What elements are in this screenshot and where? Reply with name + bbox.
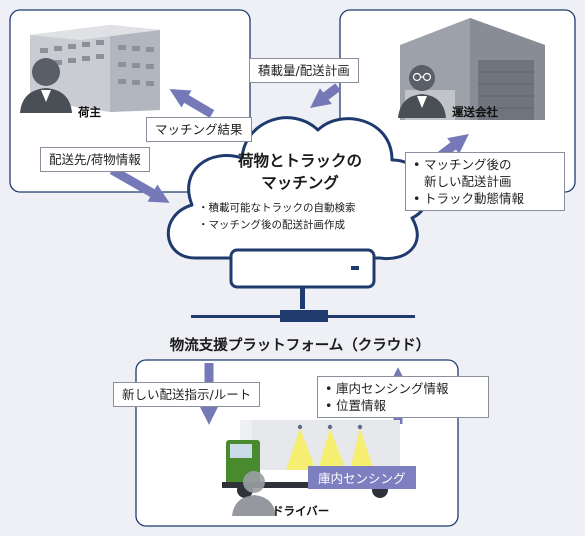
arrow-carrier-to-cloud (310, 83, 341, 108)
carrier-info-text: トラック動態情報 (424, 191, 525, 206)
driver-label: ドライバー (272, 504, 330, 518)
carrier-info-text: マッチング後の (424, 157, 512, 172)
sensing-info-item: 庫内センシング情報 (324, 380, 482, 397)
destination-cargo-label: 配送先/荷物情報 (40, 147, 150, 172)
cloud-feature-list: ・積載可能なトラックの自動検索 ・マッチング後の配送計画作成 (198, 200, 356, 234)
carrier-label: 運送会社 (452, 105, 498, 119)
cloud-title-line2: マッチング (261, 174, 339, 192)
driver-person-icon (232, 471, 276, 516)
cloud-feature-item: ・積載可能なトラックの自動検索 (198, 202, 356, 214)
sensing-info-box: 庫内センシング情報 位置情報 (317, 376, 489, 418)
carrier-person-icon (398, 65, 446, 118)
arrow-cloud-to-shipper (169, 88, 215, 118)
arrow-shipper-to-cloud (109, 166, 170, 203)
carrier-info-item: トラック動態情報 (412, 190, 558, 207)
cloud-feature-text: 積載可能なトラックの自動検索 (208, 202, 356, 214)
carrier-info-text: 新しい配送計画 (424, 174, 512, 189)
shipper-person-icon (20, 58, 72, 113)
cloud-title-line1: 荷物とトラックの (237, 152, 362, 170)
platform-name: 物流支援プラットフォーム（クラウド） (169, 338, 431, 354)
cloud-title: 荷物とトラックの マッチング (205, 150, 395, 194)
sensing-info-item: 位置情報 (324, 397, 482, 414)
shipper-label: 荷主 (78, 105, 101, 119)
truck-image (222, 420, 402, 498)
matching-result-label: マッチング結果 (146, 117, 252, 142)
cloud-shape (166, 116, 429, 261)
cloud-feature-text: マッチング後の配送計画作成 (208, 219, 346, 231)
factory-building-image (30, 25, 160, 112)
sensing-label: 庫内センシング (308, 466, 416, 489)
server-icon (191, 248, 415, 322)
load-plan-label: 積載量/配送計画 (249, 58, 359, 83)
new-instruction-label: 新しい配送指示/ルート (113, 382, 261, 407)
sensor-light-beams (286, 428, 374, 470)
cloud-feature-item: ・マッチング後の配送計画作成 (198, 219, 346, 231)
